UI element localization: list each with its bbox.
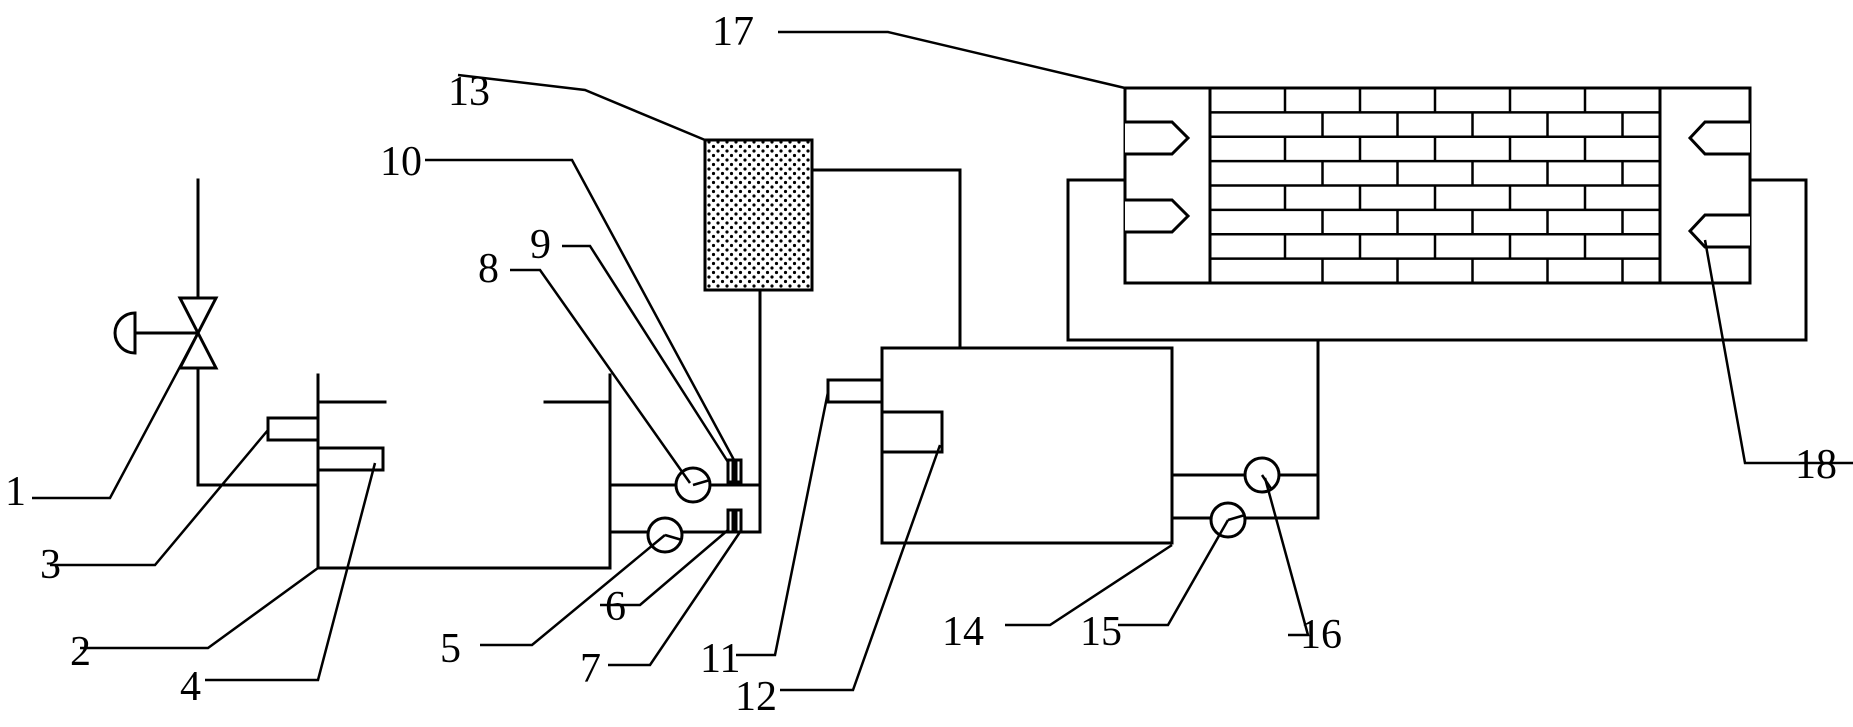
label-17: 17 bbox=[712, 9, 754, 55]
label-9: 9 bbox=[530, 222, 551, 268]
label-5: 5 bbox=[440, 626, 461, 672]
gauge-9 bbox=[726, 458, 743, 484]
pump-8 bbox=[674, 466, 712, 504]
label-2: 2 bbox=[70, 629, 91, 675]
column-13 bbox=[703, 138, 962, 350]
label-10: 10 bbox=[380, 139, 422, 185]
tank-14 bbox=[826, 346, 1174, 545]
furnace-17 bbox=[1066, 86, 1808, 342]
pipe-return bbox=[1170, 338, 1320, 520]
label-18: 18 bbox=[1795, 442, 1837, 488]
label-8: 8 bbox=[478, 246, 499, 292]
label-1: 1 bbox=[5, 469, 26, 515]
label-7: 7 bbox=[580, 646, 601, 692]
leader-lines bbox=[32, 30, 1853, 692]
inlet-4 bbox=[316, 446, 385, 472]
tank-2 bbox=[196, 373, 612, 570]
pump-16 bbox=[1243, 456, 1281, 494]
inlet-3 bbox=[266, 416, 320, 442]
label-6: 6 bbox=[605, 584, 626, 630]
label-3: 3 bbox=[40, 542, 61, 588]
gauge-6-7 bbox=[726, 508, 743, 534]
label-16: 16 bbox=[1300, 612, 1342, 658]
label-13: 13 bbox=[448, 69, 490, 115]
valve-1 bbox=[113, 178, 219, 487]
label-11: 11 bbox=[700, 636, 740, 682]
label-14: 14 bbox=[942, 609, 984, 655]
label-12: 12 bbox=[735, 674, 777, 720]
label-15: 15 bbox=[1080, 609, 1122, 655]
label-4: 4 bbox=[180, 664, 201, 710]
